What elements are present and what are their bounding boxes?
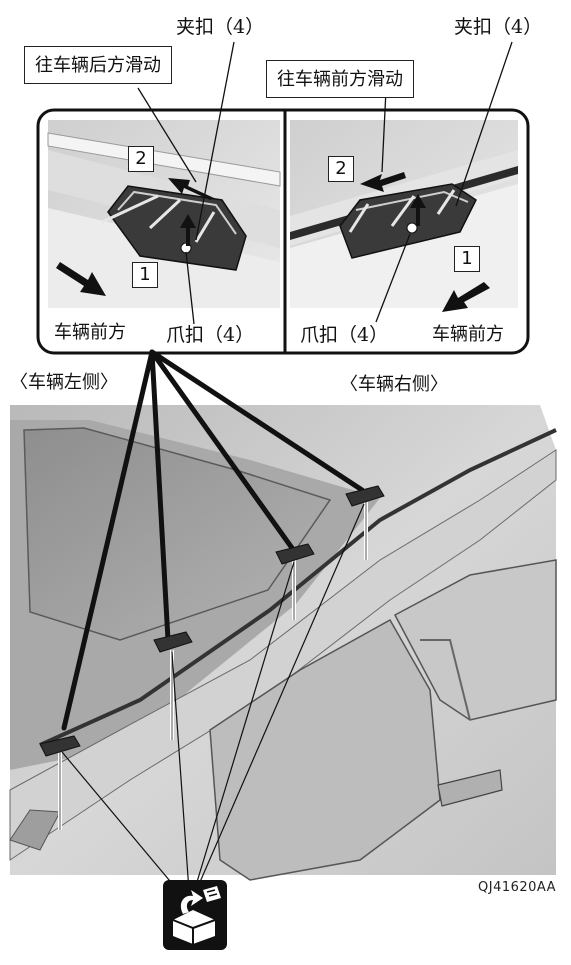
- step-1-right: 1: [454, 246, 480, 272]
- reuse-part-icon: [163, 880, 227, 950]
- roof-molding: [39, 428, 557, 747]
- clip-marker-3: [275, 543, 315, 620]
- front-arrow-icon: [56, 262, 106, 296]
- up-arrow-icon: [410, 194, 426, 226]
- left-detail-photo: [47, 120, 281, 308]
- up-arrow-icon: [180, 214, 196, 246]
- clip-callout-rays: [61, 349, 365, 731]
- replace-part-lines: [61, 503, 365, 906]
- clip-label-left: 夹扣（4）: [176, 16, 265, 38]
- vehicle-front-right: 车辆前方: [432, 324, 504, 345]
- clip-marker-4: [345, 485, 385, 560]
- front-arrow-icon: [442, 282, 490, 312]
- car-drawing: [9, 405, 557, 881]
- step-2-left: 2: [128, 146, 154, 172]
- figure-code: QJ41620AA: [478, 880, 557, 895]
- clip-markers: [39, 485, 385, 830]
- door-handle: [437, 769, 503, 807]
- side-label-right: 〈车辆右侧〉: [340, 374, 448, 395]
- slide-rear-box: 往车辆后方滑动: [24, 46, 172, 84]
- clip-label-right: 夹扣（4）: [454, 16, 543, 38]
- step-1-left: 1: [132, 262, 158, 288]
- claw-label-left: 爪扣（4）: [166, 324, 255, 346]
- left-clip-drawing: [101, 185, 247, 271]
- clip-marker-2: [153, 631, 193, 740]
- vehicle-front-left: 车辆前方: [54, 322, 126, 343]
- slide-arrow-icon: [360, 172, 406, 192]
- claw-label-right: 爪扣（4）: [300, 324, 389, 346]
- step-2-right: 2: [328, 156, 354, 182]
- sunroof-glass: [23, 427, 332, 641]
- right-clip-drawing: [339, 183, 477, 259]
- slide-arrow-icon: [168, 178, 214, 200]
- slide-front-box: 往车辆前方滑动: [266, 60, 414, 98]
- leader-lines: [137, 41, 513, 325]
- right-detail-photo: [290, 120, 518, 312]
- clip-marker-1: [39, 735, 81, 830]
- side-label-left: 〈车辆左侧〉: [10, 372, 118, 393]
